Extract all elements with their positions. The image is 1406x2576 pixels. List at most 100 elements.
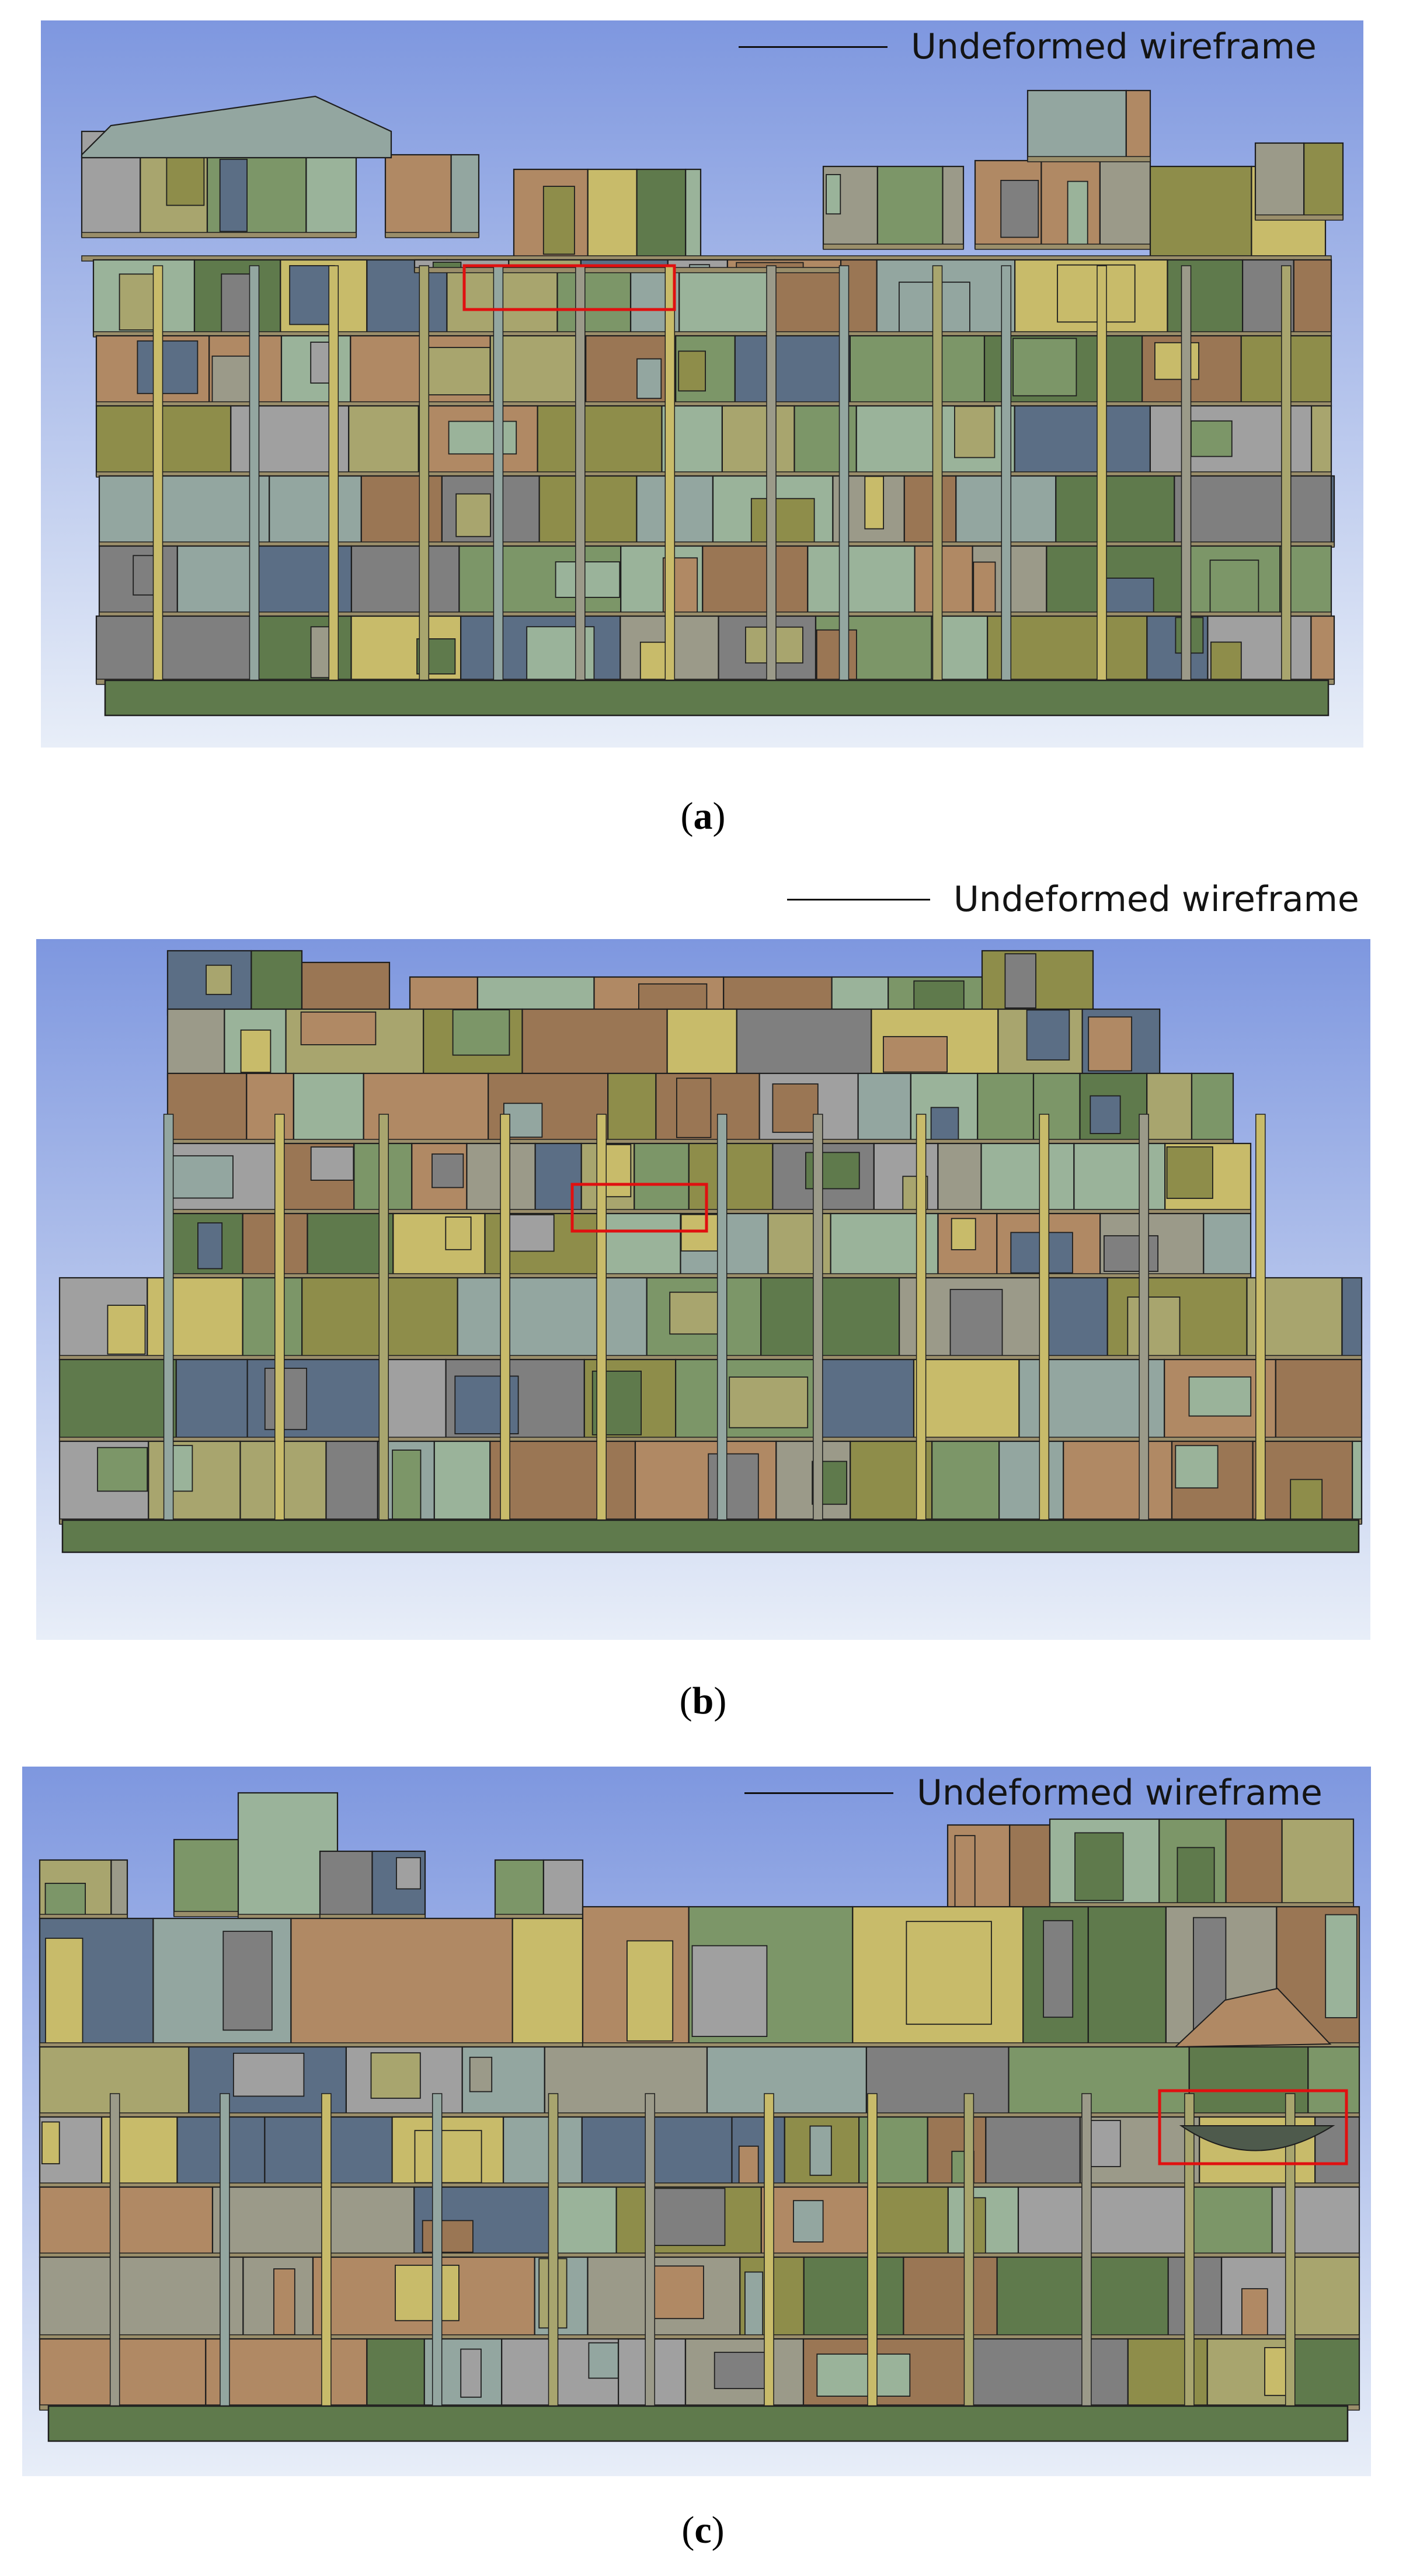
wall-panel	[1254, 142, 1305, 220]
wall-panel	[1087, 1906, 1167, 2048]
wall-panel	[95, 615, 259, 684]
wall-panel	[980, 1142, 1075, 1215]
caption-a-open: (	[680, 795, 694, 837]
wall-panel	[242, 1277, 303, 1361]
wall-panel	[914, 545, 973, 617]
inset-panel	[41, 2121, 60, 2164]
column	[1181, 265, 1192, 684]
caption-c-close: )	[711, 2509, 725, 2551]
panel-a-model	[41, 20, 1363, 748]
wall-panel	[1127, 2338, 1208, 2410]
inset-panel	[197, 1222, 223, 1270]
building-model-a	[81, 89, 1344, 717]
wall-panel	[39, 2338, 207, 2410]
inset-panel	[1057, 264, 1136, 323]
inset-panel	[423, 347, 491, 395]
inset-panel	[951, 1218, 976, 1250]
inset-panel	[445, 1216, 472, 1250]
wall-panel	[1225, 1818, 1283, 1908]
inset-panel	[219, 158, 248, 232]
wall-panel	[319, 1850, 373, 1920]
wall-panel	[1188, 2186, 1273, 2258]
column	[431, 2093, 443, 2410]
caption-b-close: )	[714, 1680, 727, 1722]
wall-panel	[166, 1072, 248, 1145]
wall-panel	[1310, 615, 1335, 684]
wall-panel	[736, 1008, 872, 1080]
inset-panel	[452, 1009, 510, 1056]
building-model-c	[39, 1792, 1360, 2442]
wall-panel	[98, 475, 270, 547]
wall-panel	[1149, 165, 1252, 261]
highlight-box	[570, 1183, 708, 1233]
wall-panel	[903, 475, 957, 547]
column	[152, 265, 163, 684]
floor-slab	[975, 244, 1151, 250]
wall-panel	[544, 2046, 708, 2118]
inset-panel	[460, 2348, 482, 2398]
wall-panel	[39, 2256, 244, 2340]
wall-panel	[538, 475, 638, 547]
column	[766, 265, 777, 684]
inset-panel	[1067, 180, 1088, 248]
wall-panel	[734, 335, 851, 407]
inset-panel	[44, 1882, 86, 1918]
column	[1184, 2093, 1195, 2410]
inset-panel	[221, 273, 253, 336]
inset-panel	[816, 2353, 911, 2397]
inset-panel	[542, 186, 575, 255]
column	[596, 1114, 607, 1524]
inset-panel	[414, 2130, 482, 2184]
inset-panel	[729, 1376, 809, 1428]
floor-slab	[385, 232, 479, 238]
wall-panel	[1203, 1212, 1252, 1279]
legend-line-a	[739, 46, 888, 48]
wall-panel	[489, 1440, 636, 1524]
floor-slab	[414, 267, 841, 273]
wall-panel	[489, 335, 587, 407]
inset-panel	[1209, 559, 1259, 614]
wall-panel	[384, 154, 452, 238]
wall-panel	[1167, 259, 1244, 337]
inset-panel	[172, 1155, 234, 1199]
inset-panel	[1088, 1016, 1132, 1072]
caption-b-open: (	[679, 1680, 692, 1722]
caption-a-letter: a	[693, 795, 713, 837]
column	[109, 2093, 120, 2410]
inset-panel	[1290, 1479, 1323, 1522]
caption-a: (a)	[0, 794, 1406, 839]
wall-panel	[968, 2338, 1129, 2410]
inset-panel	[816, 629, 857, 683]
wall-panel	[977, 1072, 1035, 1145]
wall-panel	[1191, 1072, 1234, 1145]
inset-panel	[310, 1146, 354, 1181]
wall-panel	[511, 1917, 584, 2048]
inset-panel	[826, 173, 841, 215]
inset-panel	[913, 980, 965, 1010]
wall-panel	[849, 335, 986, 407]
inset-panel	[1191, 420, 1233, 457]
inset-panel	[45, 1938, 83, 2045]
inset-panel	[680, 1214, 719, 1252]
wall-panel	[803, 2256, 904, 2340]
column	[1001, 265, 1012, 684]
inset-panel	[503, 1214, 555, 1252]
panel-b	[36, 939, 1370, 1640]
wall-panel	[433, 1440, 491, 1524]
wall-panel	[903, 2256, 998, 2340]
panel-b-model	[36, 939, 1370, 1640]
wall-panel	[110, 1859, 128, 1920]
wall-panel	[1174, 475, 1332, 547]
ground-slab	[61, 1519, 1360, 1553]
panel-c-model	[22, 1767, 1371, 2476]
column	[249, 265, 260, 684]
wall-panel	[211, 2186, 415, 2258]
wall-panel	[290, 1917, 513, 2048]
wall-panel	[457, 1277, 648, 1361]
wall-panel	[301, 961, 391, 1016]
wall-panel	[1099, 159, 1151, 249]
legend-label-b: Undeformed wireframe	[953, 879, 1359, 920]
inset-panel	[930, 1107, 959, 1141]
wall-panel	[175, 1358, 248, 1442]
wall-panel	[1055, 475, 1175, 547]
